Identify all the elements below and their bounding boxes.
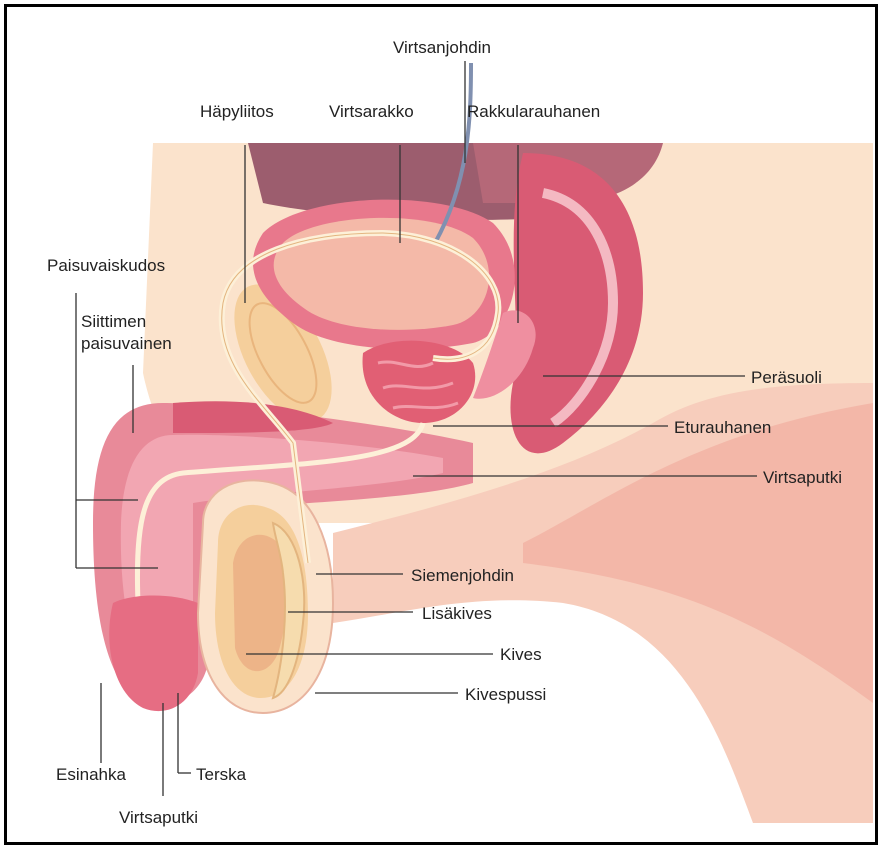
label-kives: Kives: [500, 645, 542, 664]
anatomy-diagram: Virtsanjohdin Häpyliitos Virtsarakko Rak…: [7, 7, 881, 848]
label-siemenjohdin: Siemenjohdin: [411, 566, 514, 585]
label-terska: Terska: [196, 765, 247, 784]
label-virtsarakko: Virtsarakko: [329, 102, 414, 121]
label-virtsaputki-bottom: Virtsaputki: [119, 808, 198, 827]
label-kivespussi: Kivespussi: [465, 685, 546, 704]
label-virtsanjohdin: Virtsanjohdin: [393, 38, 491, 57]
glans: [109, 596, 198, 712]
label-siittimen-paisuvainen-1: Siittimen: [81, 312, 146, 331]
label-paisuvaiskudos: Paisuvaiskudos: [47, 256, 165, 275]
label-esinahka: Esinahka: [56, 765, 126, 784]
label-eturauhanen: Eturauhanen: [674, 418, 771, 437]
label-siittimen-paisuvainen-2: paisuvainen: [81, 334, 172, 353]
label-perasuoli: Peräsuoli: [751, 368, 822, 387]
label-virtsaputki-right: Virtsaputki: [763, 468, 842, 487]
diagram-frame: Virtsanjohdin Häpyliitos Virtsarakko Rak…: [4, 4, 878, 845]
label-lisakives: Lisäkives: [422, 604, 492, 623]
label-rakkularauhanen: Rakkularauhanen: [467, 102, 600, 121]
label-hapyliitos: Häpyliitos: [200, 102, 274, 121]
